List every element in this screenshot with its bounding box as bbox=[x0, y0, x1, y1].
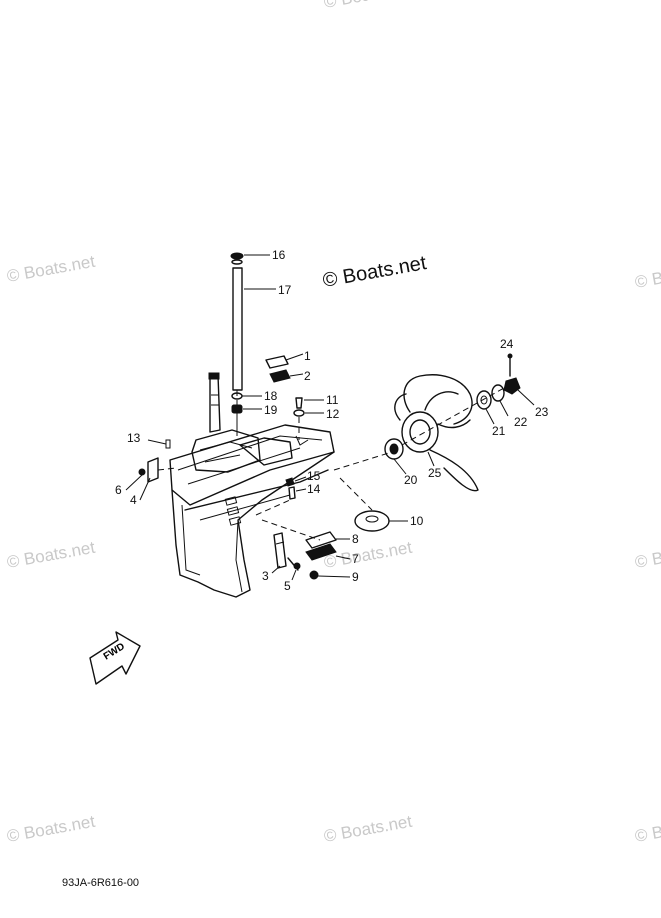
watermark-left-bottom: © Boats.net bbox=[5, 812, 96, 846]
watermark-left-top: © Boats.net bbox=[5, 252, 96, 286]
callout-20: 20 bbox=[404, 473, 418, 487]
callout-7: 7 bbox=[352, 552, 359, 566]
callout-4: 4 bbox=[130, 493, 137, 507]
callout-1: 1 bbox=[304, 349, 311, 363]
leader-lines bbox=[125, 254, 535, 581]
callout-18: 18 bbox=[264, 389, 278, 403]
watermark-group: © Boats.net © Boats.net © Boats.net © Bo… bbox=[5, 0, 661, 846]
propeller-assembly bbox=[333, 353, 521, 492]
callout-labels: 1 2 3 4 5 6 7 8 9 10 11 12 13 14 15 16 1… bbox=[115, 248, 549, 593]
callout-24: 24 bbox=[500, 337, 514, 351]
watermark-right-bottom: © Boats.net bbox=[633, 812, 661, 846]
callout-14: 14 bbox=[307, 482, 321, 496]
callout-9: 9 bbox=[352, 570, 359, 584]
watermark-right-mid: © Boats.net bbox=[633, 538, 661, 572]
callout-16: 16 bbox=[272, 248, 286, 262]
callout-10: 10 bbox=[410, 514, 424, 528]
gearcase-housing bbox=[169, 424, 335, 598]
watermark-left-mid: © Boats.net bbox=[5, 538, 96, 572]
callout-2: 2 bbox=[304, 369, 311, 383]
callout-3: 3 bbox=[262, 569, 269, 583]
callout-17: 17 bbox=[278, 283, 292, 297]
callout-21: 21 bbox=[492, 424, 506, 438]
watermark-right-top: © Boats.net bbox=[633, 258, 661, 292]
fwd-arrow-icon: FWD bbox=[89, 631, 141, 685]
callout-11: 11 bbox=[326, 393, 339, 407]
callout-15: 15 bbox=[307, 469, 321, 483]
watermark-center-bottom: © Boats.net bbox=[322, 812, 413, 846]
fwd-arrow-label: FWD bbox=[102, 641, 127, 662]
callout-19: 19 bbox=[264, 403, 278, 417]
callout-25: 25 bbox=[428, 466, 442, 480]
callout-8: 8 bbox=[352, 532, 359, 546]
callout-13: 13 bbox=[127, 431, 141, 445]
diagram-code: 93JA-6R616-00 bbox=[62, 877, 139, 889]
callout-22: 22 bbox=[514, 415, 528, 429]
watermark-center-top: © Boats.net bbox=[322, 0, 413, 12]
callout-5: 5 bbox=[284, 579, 291, 593]
callout-6: 6 bbox=[115, 483, 122, 497]
watermark-main: © Boats.net bbox=[321, 252, 428, 292]
small-parts bbox=[138, 355, 390, 580]
callout-23: 23 bbox=[535, 405, 549, 419]
drive-shaft-assembly bbox=[208, 252, 244, 440]
watermark-center-mid: © Boats.net bbox=[322, 538, 413, 572]
callout-12: 12 bbox=[326, 407, 340, 421]
